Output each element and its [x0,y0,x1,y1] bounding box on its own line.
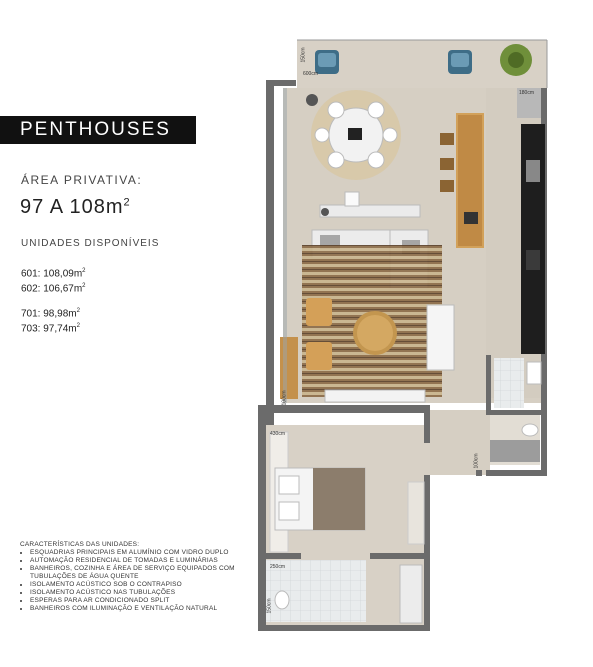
balcony-depth-label: 150cm [300,47,307,63]
page-title: PENTHOUSES [0,116,196,144]
kitchen-label: 180cm [519,90,535,96]
desk [319,191,421,218]
unit-703: 703: 97,74m2 [21,323,80,335]
available-units-label: UNIDADES DISPONÍVEIS [21,238,160,249]
kitchen-island [440,113,484,248]
bath-width-label: 250cm [270,564,286,570]
hall-floor [430,410,490,475]
unit-701: 701: 98,98m2 [21,308,80,320]
private-area-label: ÁREA PRIVATIVA: [21,173,143,187]
bedroom [269,431,425,553]
feature-item: BANHEIROS COM ILUMINAÇÃO E VENTILAÇÃO NA… [30,605,265,613]
service-label: 100cm [281,390,288,406]
features-title: CARACTERÍSTICAS DAS UNIDADES: [20,541,140,548]
private-area-unit: 2 [123,196,131,209]
dining-area [306,90,401,180]
unit-features: CARACTERÍSTICAS DAS UNIDADES: ESQUADRIAS… [20,541,265,613]
private-area-number: 97 A 108m [20,196,124,218]
bathroom-top [494,358,542,408]
closet-label: 430cm [270,431,286,437]
feature-item: BANHEIROS, COZINHA E ÁREA DE SERVIÇO EQU… [30,565,265,581]
kitchen-counter [517,88,545,354]
unit-601: 601: 108,09m2 [21,268,86,280]
feature-item: ISOLAMENTO ACÚSTICO SOB O CONTRAPISO [30,581,265,589]
hall-label: 100cm [473,453,480,469]
feature-item: ESQUADRIAS PRINCIPAIS EM ALUMÍNIO COM VI… [30,549,265,557]
feature-item: ESPERAS PARA AR CONDICIONADO SPLIT [30,597,265,605]
service-area [490,415,540,465]
feature-item: ISOLAMENTO ACÚSTICO NAS TUBULAÇÕES [30,589,265,597]
bath-depth-label: 150cm [266,598,273,614]
units-group-2: 701: 98,98m2 703: 97,74m2 [21,305,80,336]
feature-item: AUTOMAÇÃO RESIDENCIAL DE TOMADAS E LUMIN… [30,557,265,565]
balcony-furniture [315,44,532,76]
private-area-value: 97 A 108m2 [20,196,131,219]
units-group-1: 601: 108,09m2 602: 106,67m2 [21,265,86,296]
features-list: ESQUADRIAS PRINCIPAIS EM ALUMÍNIO COM VI… [20,549,265,613]
unit-602: 602: 106,67m2 [21,283,86,295]
balcony-width-label: 600cm [303,71,319,77]
bathroom-bottom [266,560,423,624]
